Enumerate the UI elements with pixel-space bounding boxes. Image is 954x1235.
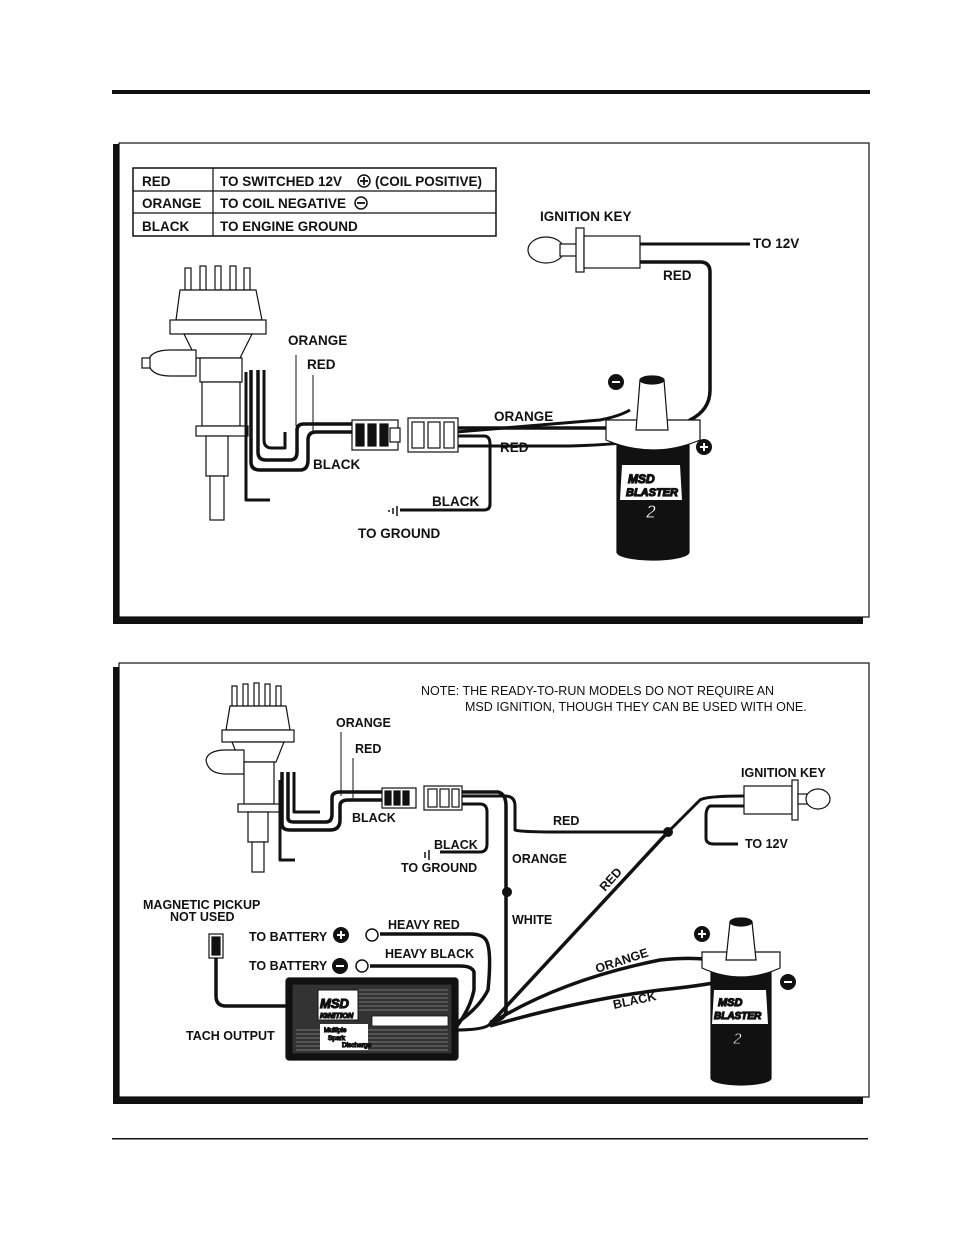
label-white-wire: WHITE xyxy=(512,913,552,927)
coil-model: BLASTER xyxy=(714,1011,762,1022)
coil-number: 2 xyxy=(732,1031,742,1048)
label-orange-top: ORANGE xyxy=(336,716,391,730)
legend-suffix-red: (COIL POSITIVE) xyxy=(375,174,482,189)
coil-model: BLASTER xyxy=(626,487,678,499)
wires-1 xyxy=(244,242,750,516)
battery-terminals xyxy=(355,928,379,973)
label-heavy-black: HEAVY BLACK xyxy=(385,947,474,961)
diagram-2: NOTE: THE READY-TO-RUN MODELS DO NOT REQ… xyxy=(113,662,870,1104)
frame xyxy=(118,142,870,618)
label-black-left: BLACK xyxy=(313,457,360,472)
label-magnetic-pickup: MAGNETIC PICKUP xyxy=(143,898,260,912)
legend-color-black: BLACK xyxy=(142,219,189,234)
note-line-2: MSD IGNITION, THOUGH THEY CAN BE USED WI… xyxy=(465,700,807,714)
legend-color-orange: ORANGE xyxy=(142,196,201,211)
legend-color-red: RED xyxy=(142,174,171,189)
label-red-wire: RED xyxy=(553,814,579,828)
label-orange-top: ORANGE xyxy=(288,333,347,348)
label-red-key: RED xyxy=(663,268,692,283)
connector-right-1 xyxy=(407,417,459,453)
label-red-mid: RED xyxy=(500,440,529,455)
label-orange-wire: ORANGE xyxy=(512,852,567,866)
label-tach-output: TACH OUTPUT xyxy=(186,1029,275,1043)
top-rule xyxy=(112,90,870,94)
distributor-1 xyxy=(141,265,267,521)
coil-2: MSD BLASTER 2 xyxy=(701,917,781,1086)
connector-left-1 xyxy=(351,419,401,451)
legend-table: RED TO SWITCHED 12V (COIL POSITIVE) ORAN… xyxy=(132,167,497,237)
splice-dot-white xyxy=(502,887,512,897)
connector-right-2 xyxy=(423,785,463,811)
msd-ignition-box: MSD IGNITION Multiple Spark Discharge xyxy=(285,977,459,1061)
label-to-ground: TO GROUND xyxy=(401,861,477,875)
box-line-3: Discharge xyxy=(342,1042,372,1049)
label-to-12v: TO 12V xyxy=(753,236,799,251)
box-line-1: Multiple xyxy=(324,1027,347,1034)
label-to-ground: TO GROUND xyxy=(358,526,441,541)
label-red-top: RED xyxy=(355,742,381,756)
ignition-key-2 xyxy=(743,779,831,821)
label-ignition-key: IGNITION KEY xyxy=(540,209,632,224)
label-heavy-red: HEAVY RED xyxy=(388,918,460,932)
wires-2 xyxy=(214,772,745,1032)
label-black-ground: BLACK xyxy=(432,494,479,509)
coil-number: 2 xyxy=(645,502,656,522)
coil-1: MSD BLASTER 2 xyxy=(605,375,701,561)
box-sub: IGNITION xyxy=(320,1011,354,1020)
note-line-1: NOTE: THE READY-TO-RUN MODELS DO NOT REQ… xyxy=(421,684,774,698)
ignition-key-1 xyxy=(527,227,641,273)
label-orange-mid: ORANGE xyxy=(494,409,553,424)
distributor-2 xyxy=(205,682,295,873)
label-black-ground: BLACK xyxy=(434,838,478,852)
box-brand: MSD xyxy=(320,996,350,1011)
box-line-2: Spark xyxy=(328,1035,346,1042)
legend-desc-black: TO ENGINE GROUND xyxy=(220,219,358,234)
coil-brand: MSD xyxy=(628,472,655,486)
diagram-1: RED TO SWITCHED 12V (COIL POSITIVE) ORAN… xyxy=(113,142,870,624)
coil-brand: MSD xyxy=(718,997,743,1009)
legend-desc-red: TO SWITCHED 12V xyxy=(220,174,342,189)
label-ignition-key: IGNITION KEY xyxy=(741,766,826,780)
label-not-used: NOT USED xyxy=(170,910,235,924)
legend-desc-orange: TO COIL NEGATIVE xyxy=(220,196,346,211)
connector-left-2 xyxy=(381,787,417,809)
magnetic-pickup-connector xyxy=(208,933,224,959)
splice-dot-red xyxy=(663,827,673,837)
label-red-top: RED xyxy=(307,357,336,372)
label-to-battery-neg: TO BATTERY xyxy=(249,959,328,973)
bottom-rule xyxy=(112,1138,868,1140)
label-black-left: BLACK xyxy=(352,811,396,825)
label-to-12v: TO 12V xyxy=(745,837,789,851)
label-to-battery-pos: TO BATTERY xyxy=(249,930,328,944)
